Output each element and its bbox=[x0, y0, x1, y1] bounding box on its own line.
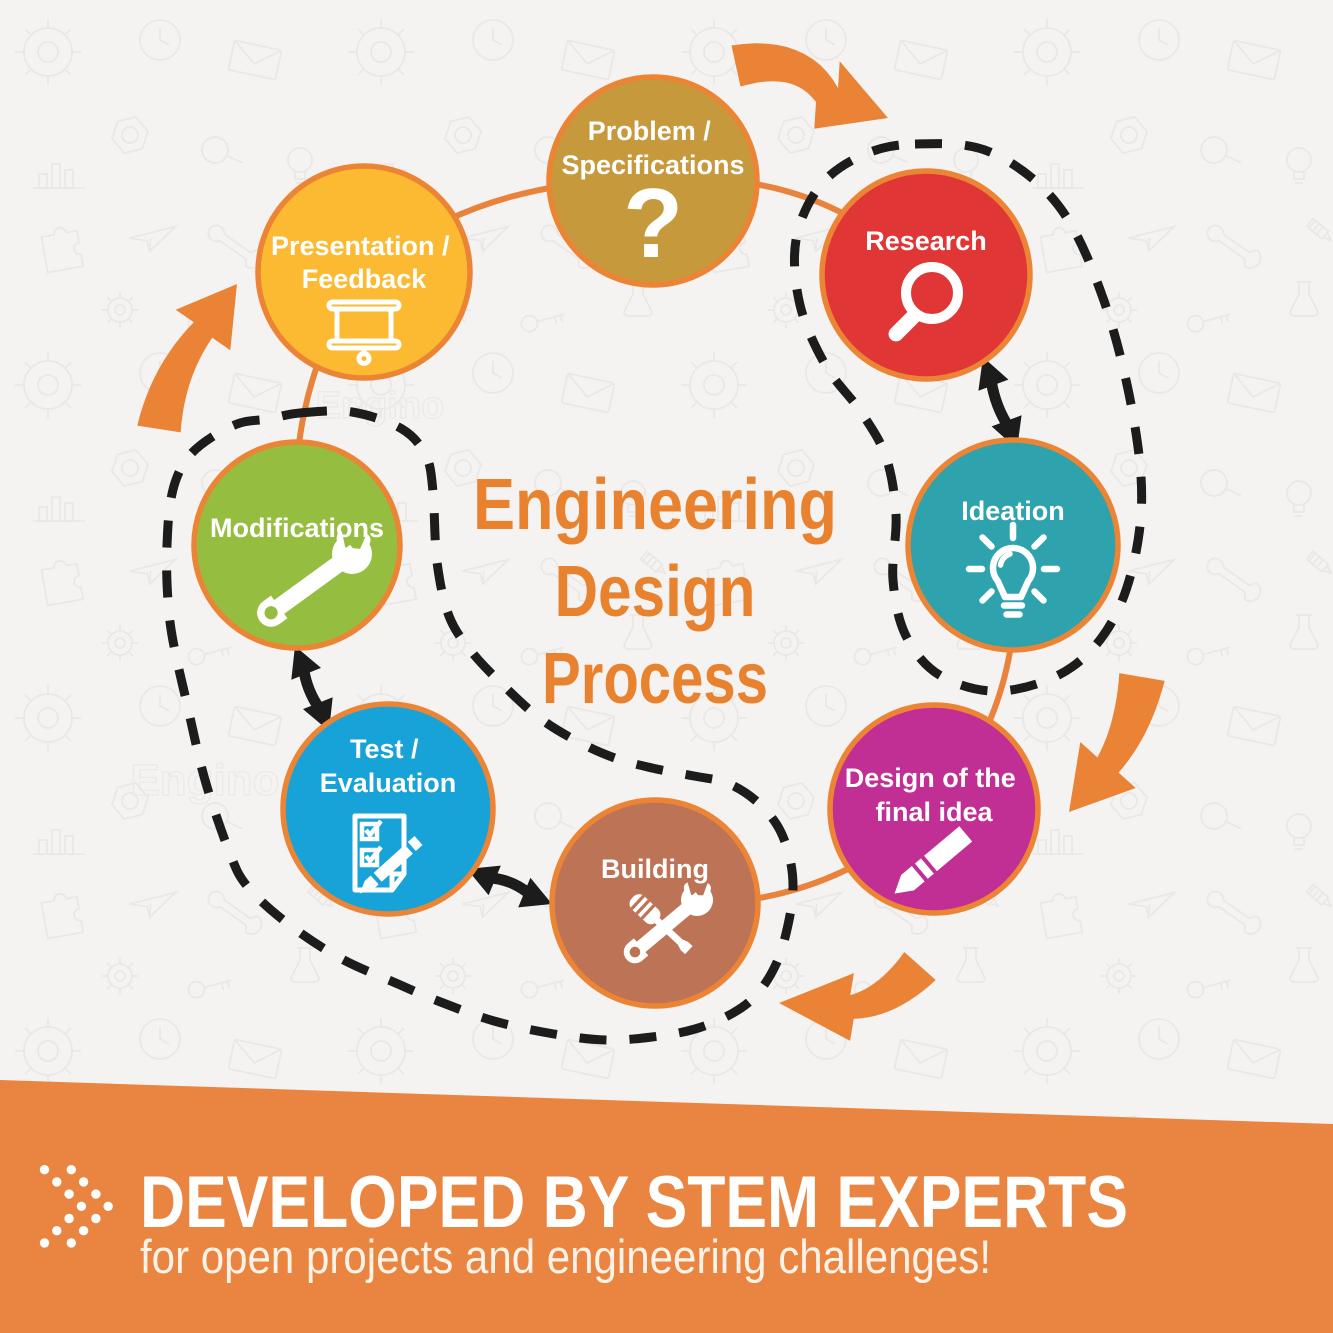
step-label-building: Building bbox=[601, 854, 709, 884]
chevron-dot bbox=[78, 1226, 89, 1236]
magnifier-icon bbox=[888, 262, 963, 342]
chevron-dot bbox=[64, 1213, 74, 1224]
checklist-pencil-icon bbox=[352, 813, 423, 894]
dashed-loop-right bbox=[789, 139, 1147, 696]
flow-arrow-left-icon bbox=[137, 284, 237, 433]
chevron-dots-icon bbox=[39, 1165, 113, 1248]
chevron-dot bbox=[76, 1201, 87, 1212]
step-icons: ? bbox=[257, 168, 1061, 964]
step-circle-problem bbox=[546, 74, 760, 288]
banner-heading: DEVELOPED BY STEM EXPERTS bbox=[140, 1162, 1128, 1243]
step-label-modifications: Modifications bbox=[210, 513, 384, 543]
banner-subheading: for open projects and engineering challe… bbox=[140, 1230, 991, 1283]
title-line-1: Engineering bbox=[473, 465, 837, 545]
dashed-loop-left bbox=[162, 406, 798, 1045]
flow-arrows bbox=[137, 43, 1165, 1041]
wrench-icon bbox=[257, 531, 372, 627]
step-circle-modifications bbox=[191, 439, 403, 651]
step-circle-building bbox=[549, 797, 761, 1009]
chevron-dot bbox=[103, 1201, 113, 1212]
flow-arrow-bottom-icon bbox=[779, 952, 936, 1041]
diagram-title: Engineering Design Process bbox=[473, 465, 837, 719]
title-line-3: Process bbox=[542, 639, 768, 719]
dashed-loops bbox=[162, 139, 1147, 1045]
arrowhead-up-icon bbox=[978, 357, 1009, 391]
step-label-presentation: Presentation / Feedback bbox=[271, 231, 457, 294]
bottom-banner: DEVELOPED BY STEM EXPERTS for open proje… bbox=[0, 1080, 1333, 1333]
step-circle-test bbox=[280, 701, 496, 917]
chevron-dot bbox=[91, 1213, 101, 1224]
step-label-design: Design of the final idea bbox=[845, 763, 1024, 827]
pencil-icon bbox=[894, 826, 973, 894]
step-circle-design bbox=[827, 702, 1041, 916]
step-label-ideation: Ideation bbox=[961, 496, 1065, 526]
step-circle-research bbox=[819, 168, 1033, 382]
projection-screen-icon bbox=[326, 299, 402, 366]
chevron-dot bbox=[66, 1238, 77, 1248]
watermark-engino: Engino bbox=[316, 385, 445, 427]
step-label-problem: Problem / Specifications bbox=[561, 116, 744, 180]
small-wrench-icon bbox=[623, 882, 713, 964]
step-circles bbox=[191, 74, 1121, 1009]
crossed-tools-icon bbox=[623, 882, 713, 964]
arrowhead-up-icon bbox=[291, 646, 321, 680]
arrowhead-left-icon bbox=[467, 865, 501, 896]
step-label-test: Test / Evaluation bbox=[320, 734, 457, 798]
flow-arrow-top-icon bbox=[731, 43, 888, 129]
test-pencil-icon bbox=[359, 836, 423, 894]
step-label-research: Research bbox=[865, 226, 987, 256]
chevron-dot bbox=[39, 1238, 50, 1248]
title-line-2: Design bbox=[555, 552, 756, 632]
step-labels: Problem / Specifications Research Ideati… bbox=[210, 116, 1065, 884]
flow-arrow-right-icon bbox=[1069, 673, 1165, 812]
chevron-dot bbox=[52, 1226, 62, 1236]
double-arrow-test-building bbox=[467, 865, 552, 908]
arrowhead-right-icon bbox=[518, 877, 552, 908]
light-bulb-icon bbox=[965, 521, 1061, 618]
banner-background bbox=[0, 1080, 1333, 1333]
question-mark-icon: ? bbox=[623, 168, 683, 278]
step-circle-presentation bbox=[255, 163, 473, 381]
